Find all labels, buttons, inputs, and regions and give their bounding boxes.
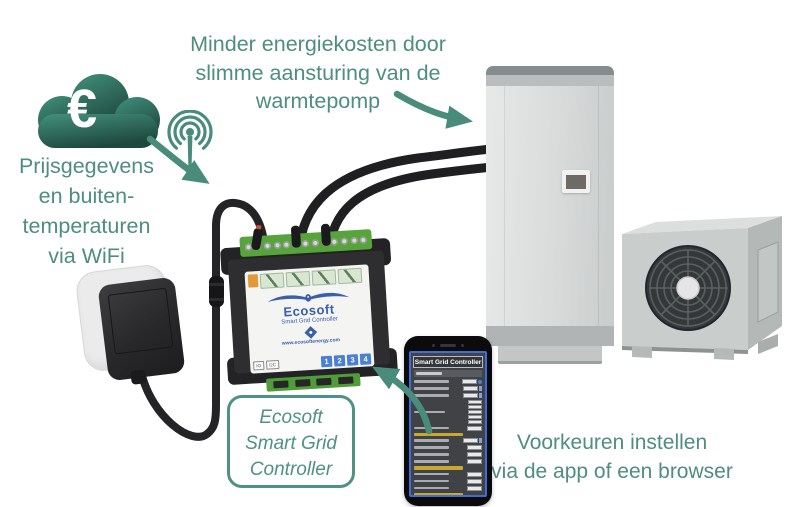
app-form-row	[414, 459, 482, 464]
unit-top-face	[622, 216, 782, 234]
info-box-line: Smart Grid	[245, 433, 337, 454]
unit-top-cap	[486, 66, 614, 75]
caption-preferences: Voorkeuren instellen via de app of een b…	[462, 428, 762, 486]
cable-stub	[290, 225, 302, 248]
phone-screen: Smart Grid Controller	[409, 351, 487, 497]
unit-foot	[632, 346, 652, 358]
caption-energy-savings: Minder energiekosten door slimme aanstur…	[168, 30, 468, 116]
power-chip	[247, 274, 259, 288]
euro-cloud-icon: €	[38, 74, 160, 148]
unit-side-face	[748, 216, 782, 350]
i2c-chip: I2C	[265, 359, 280, 370]
app-form-row	[414, 379, 482, 384]
caption-line: Voorkeuren instellen	[516, 431, 708, 454]
output-number: 3	[346, 354, 359, 366]
app-form-row	[414, 400, 482, 424]
info-box-line: Controller	[249, 459, 333, 480]
indoor-heat-pump-unit	[486, 66, 614, 364]
panel-seam	[598, 86, 599, 326]
app-form-row	[414, 432, 482, 436]
output-number: 4	[359, 353, 372, 365]
relay-icon	[259, 272, 285, 289]
app-title: Smart Grid Controller	[413, 356, 483, 368]
info-box: Ecosoft Smart Grid Controller	[227, 395, 355, 488]
speaker-icon	[440, 343, 456, 347]
unit-foot	[714, 348, 734, 360]
adapter-cable-outlet	[130, 369, 147, 385]
phone-speaker	[404, 342, 492, 348]
panel-seam	[504, 86, 505, 326]
app-form-row	[414, 438, 482, 443]
caption-line: via WiFi	[48, 244, 125, 268]
unit-body	[486, 86, 614, 326]
wifi-antenna-icon	[167, 110, 213, 168]
io-chip: IO	[252, 360, 265, 371]
device-label: Ecosoft Smart Grid Controller www.ecosof…	[244, 264, 375, 374]
controller-device: Ecosoft Smart Grid Controller www.ecosof…	[219, 223, 399, 397]
app-form-row	[414, 466, 482, 470]
unit-bottom-band	[486, 326, 614, 346]
app-form-row	[414, 386, 482, 391]
diamond-logo-icon	[303, 326, 317, 339]
connector-slot	[338, 376, 354, 385]
camera-dot-icon	[432, 343, 435, 347]
connector-slot	[273, 380, 289, 389]
output-number: 2	[333, 354, 346, 367]
app-form-row	[414, 478, 482, 484]
unit-top-band	[486, 75, 614, 86]
camera-dot-icon	[461, 343, 464, 347]
caption-price-data: Prijsgegevens en buiten- temperaturen vi…	[4, 151, 169, 271]
app-form-row	[414, 370, 482, 377]
power-adapter	[97, 276, 186, 382]
eagle-logo-icon	[267, 292, 350, 303]
app-form-row	[414, 393, 482, 398]
display-screen	[566, 174, 586, 189]
app-form-row	[414, 471, 482, 477]
unit-foot	[758, 334, 778, 354]
unit-display	[562, 170, 590, 193]
app-form-row	[414, 485, 482, 491]
app-form-row	[414, 452, 482, 457]
relay-icon	[285, 270, 311, 288]
relay-icon	[337, 267, 363, 285]
caption-line: Minder energiekosten door	[190, 32, 446, 56]
app-form-row	[414, 492, 482, 495]
side-panel	[757, 241, 779, 323]
outdoor-heat-pump-unit	[622, 216, 782, 360]
fan-icon	[645, 245, 731, 331]
app-form	[411, 370, 485, 495]
caption-line: en buiten-	[38, 184, 135, 208]
unit-front-face	[622, 228, 748, 350]
unit-base	[498, 346, 602, 364]
connector-slot	[316, 377, 332, 386]
info-box-line: Ecosoft	[259, 407, 323, 428]
app-form-row	[414, 445, 482, 450]
caption-line: Prijsgegevens	[18, 154, 155, 178]
app-form-row	[414, 425, 482, 431]
caption-line: warmtepomp	[255, 89, 381, 113]
smartphone: Smart Grid Controller	[404, 336, 492, 506]
caption-line: via de app of een browser	[491, 460, 733, 483]
euro-symbol: €	[67, 79, 97, 139]
output-numbers: 1 2 3 4	[320, 353, 372, 368]
relay-icon	[311, 269, 337, 286]
output-number: 1	[320, 355, 333, 368]
connector-slot	[294, 379, 311, 387]
cable-stub	[320, 223, 332, 247]
caption-line: temperaturen	[22, 214, 151, 238]
caption-line: slimme aansturing van de	[195, 60, 441, 85]
